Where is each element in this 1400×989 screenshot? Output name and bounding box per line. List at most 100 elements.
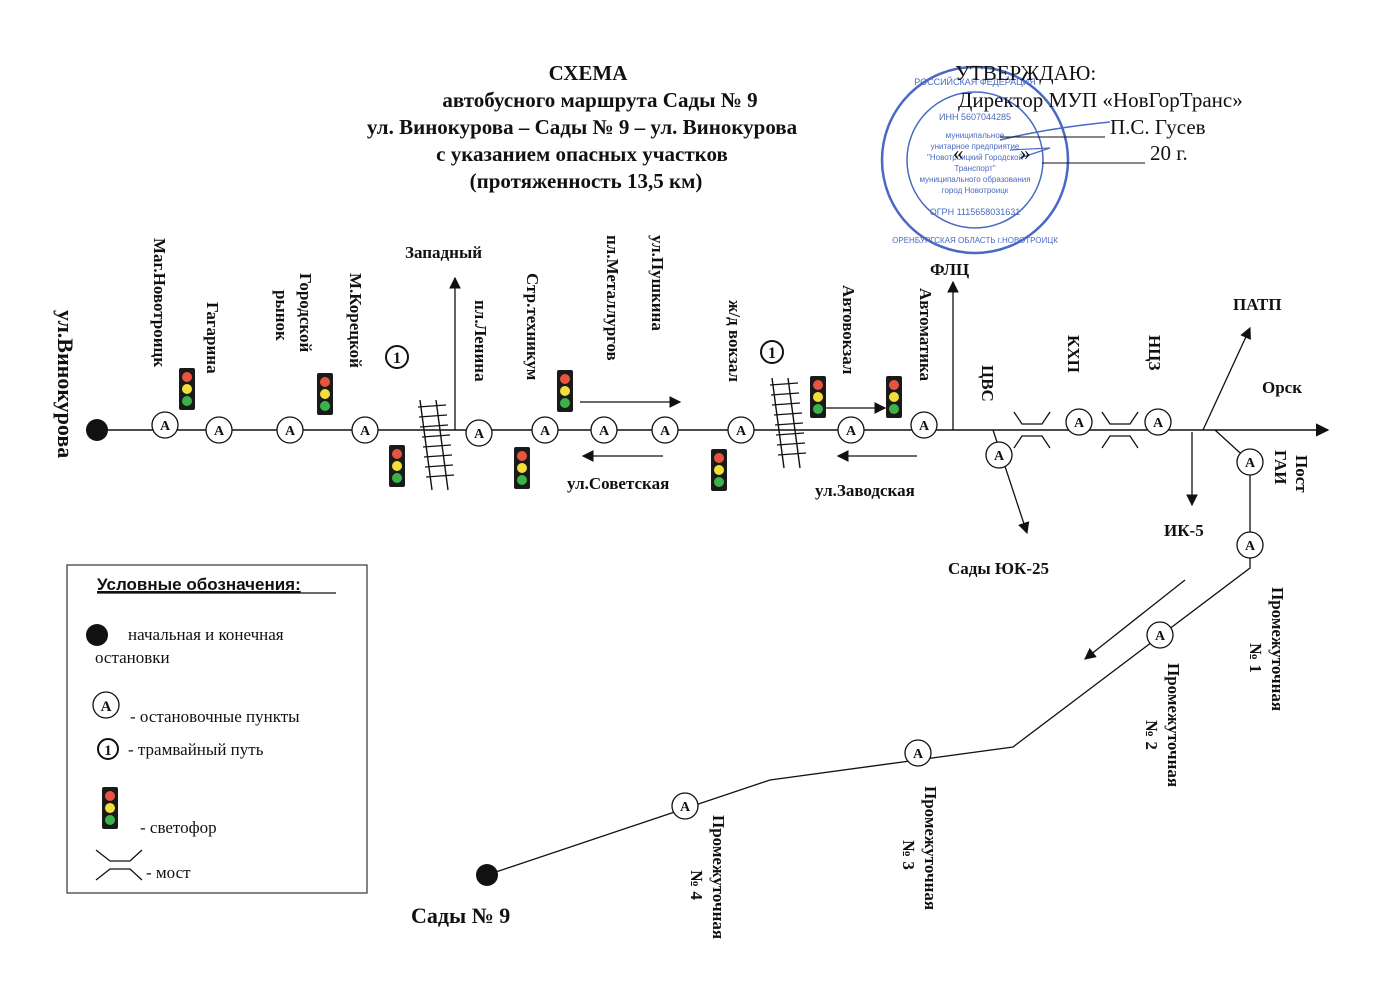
bus-stop-tekhnikum[interactable]: А bbox=[531, 416, 559, 444]
stop-label-gagarina: Гагарина bbox=[203, 302, 222, 374]
tram-track-icon-1: 1 bbox=[385, 345, 409, 369]
bus-stop-letter: А bbox=[919, 419, 930, 434]
bus-stop-gagarina[interactable]: А bbox=[205, 416, 233, 444]
traffic-light-icon bbox=[317, 373, 333, 415]
bus-stop-icon bbox=[151, 411, 179, 439]
title-line-2: автобусного маршрута Сады № 9 bbox=[442, 88, 757, 112]
stop-label-pr4: Промежуточная bbox=[709, 815, 728, 939]
bus-stop-pushkina[interactable]: А bbox=[651, 416, 679, 444]
stamp-text-2: унитарное предприятие bbox=[931, 142, 1020, 151]
bus-stop-icon bbox=[651, 416, 679, 444]
stamp-outer-bottom: ОРЕНБУРГСКАЯ ОБЛАСТЬ г.НОВОТРОИЦК bbox=[892, 236, 1058, 245]
stop-label-ntsz: НЦЗ bbox=[1145, 335, 1164, 370]
bus-stop-pr1[interactable]: А bbox=[1236, 531, 1264, 559]
bus-stop-gai[interactable]: А bbox=[1236, 448, 1264, 476]
stop-label-pr2-num: № 2 bbox=[1142, 720, 1161, 750]
traffic-light-icon bbox=[514, 447, 530, 489]
tram-crossing-1 bbox=[417, 399, 455, 491]
stop-label-gai-2: ГАИ bbox=[1271, 450, 1290, 484]
svg-text:1: 1 bbox=[104, 743, 112, 759]
bus-stop-avtomatika[interactable]: А bbox=[910, 411, 938, 439]
stop-label-khp: КХП bbox=[1064, 335, 1083, 373]
title-line-1: СХЕМА bbox=[549, 61, 629, 85]
stamp-outer-top: РОССИЙСКАЯ ФЕДЕРАЦИЯ bbox=[914, 76, 1035, 87]
legend-terminal-text-2: остановки bbox=[95, 648, 170, 667]
direction-zapadny: Западный bbox=[405, 243, 482, 262]
bus-stop-letter: А bbox=[1153, 416, 1164, 431]
end-terminal-label: Сады № 9 bbox=[411, 903, 510, 928]
bus-stop-mag[interactable]: А bbox=[151, 411, 179, 439]
bus-stop-letter: А bbox=[1074, 416, 1085, 431]
stamp-text-5: муниципального образования bbox=[919, 175, 1030, 184]
stop-label-pr1-num: № 1 bbox=[1246, 643, 1265, 673]
legend-tram-text: - трамвайный путь bbox=[128, 740, 264, 759]
bus-stop-lenina[interactable]: А bbox=[465, 419, 493, 447]
stamp-text-1: муниципальное bbox=[946, 131, 1005, 140]
stop-label-metallurgov: пл.Металлургов bbox=[603, 235, 622, 361]
bus-stop-icon bbox=[1236, 448, 1264, 476]
traffic-light-icon bbox=[810, 376, 826, 418]
bus-stop-icon bbox=[531, 416, 559, 444]
direction-ik5: ИК-5 bbox=[1164, 521, 1204, 540]
title-line-5: (протяженность 13,5 км) bbox=[470, 169, 703, 193]
stamp-text-3: "Новотроицкий Городской bbox=[927, 153, 1023, 162]
stop-label-mag-novotroitsk: Маг.Новотроицк bbox=[150, 238, 169, 367]
bus-stop-letter: А bbox=[1155, 629, 1166, 644]
stop-label-rynok-1: Городской bbox=[296, 273, 315, 353]
bus-stop-letter: А bbox=[214, 424, 225, 439]
bus-stop-icon bbox=[590, 416, 618, 444]
diagram-title: СХЕМА автобусного маршрута Сады № 9 ул. … bbox=[367, 61, 798, 193]
bus-stop-metallurgov[interactable]: А bbox=[590, 416, 618, 444]
bus-stop-pr3[interactable]: А bbox=[904, 739, 932, 767]
terminal-stop-icon bbox=[86, 624, 108, 646]
date-quote-close: » bbox=[1020, 141, 1031, 165]
bus-stop-icon bbox=[1236, 531, 1264, 559]
start-terminal-icon[interactable] bbox=[86, 419, 108, 441]
stamp-text-4: Транспорт" bbox=[954, 164, 995, 173]
approval-heading: УТВЕРЖДАЮ: bbox=[955, 61, 1096, 85]
bus-stop-khp[interactable]: А bbox=[1065, 408, 1093, 436]
bus-stop-icon bbox=[1065, 408, 1093, 436]
traffic-light-icon bbox=[102, 787, 118, 829]
bus-stop-avtovokzal[interactable]: А bbox=[837, 416, 865, 444]
stop-label-vokzal: ж/д вокзал bbox=[725, 300, 744, 383]
bus-stop-koretskoy[interactable]: А bbox=[351, 416, 379, 444]
stop-label-rynok-2: рынок bbox=[272, 290, 291, 341]
bus-stop-letter: А bbox=[160, 419, 171, 434]
date-quote-open: « bbox=[953, 141, 964, 165]
street-zavodskaya: ул.Заводская bbox=[815, 481, 915, 500]
stop-label-tsvs: ЦВС bbox=[978, 365, 997, 402]
bus-stop-icon bbox=[727, 416, 755, 444]
stop-label-tekhnikum: Стр.техникум bbox=[523, 273, 542, 381]
direction-patp: ПАТП bbox=[1233, 295, 1282, 314]
bus-stop-icon bbox=[276, 416, 304, 444]
traffic-light-icon bbox=[711, 449, 727, 491]
branch-patp bbox=[1202, 326, 1251, 431]
stop-label-pr3-num: № 3 bbox=[899, 840, 918, 870]
bus-stop-icon bbox=[837, 416, 865, 444]
stamp-text-6: город Новотроицк bbox=[942, 186, 1009, 195]
bus-stop-pr4[interactable]: А bbox=[671, 792, 699, 820]
approval-position: Директор МУП «НовГорТранс» bbox=[958, 88, 1243, 112]
stop-label-pushkina: ул.Пушкина bbox=[648, 235, 667, 331]
bus-stop-tsvs[interactable]: А bbox=[985, 441, 1013, 469]
bus-stop-ntsz[interactable]: А bbox=[1144, 408, 1172, 436]
bus-stop-letter: А bbox=[599, 424, 610, 439]
bus-stop-pr2[interactable]: А bbox=[1146, 621, 1174, 649]
legend-traffic-light-text: - светофор bbox=[140, 818, 217, 837]
tram-track-icon-2: 1 bbox=[760, 340, 784, 364]
stop-label-pr4-num: № 4 bbox=[687, 870, 706, 900]
bus-stop-letter: А bbox=[913, 747, 924, 762]
approval-signature-name: П.С. Гусев bbox=[1110, 115, 1206, 139]
traffic-light-icon bbox=[389, 445, 405, 487]
legend-bridge-text: - мост bbox=[146, 863, 191, 882]
bus-stop-letter: А bbox=[680, 800, 691, 815]
traffic-light-icon bbox=[886, 376, 902, 418]
stop-label-avtomatika: Автоматика bbox=[916, 288, 935, 382]
end-terminal-icon[interactable] bbox=[476, 864, 498, 886]
bus-stop-rynok[interactable]: А bbox=[276, 416, 304, 444]
bus-stop-icon bbox=[904, 739, 932, 767]
bus-stop-vokzal[interactable]: А bbox=[727, 416, 755, 444]
legend: Условные обозначения: начальная и конечн… bbox=[66, 564, 368, 894]
legend-box bbox=[66, 564, 368, 894]
